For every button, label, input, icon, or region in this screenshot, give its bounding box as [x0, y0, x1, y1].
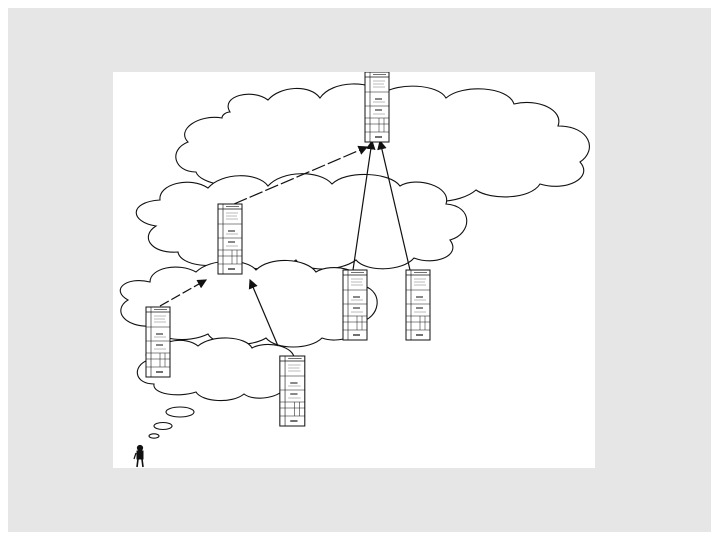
- diagram-canvas: [113, 72, 595, 468]
- document-icon: [406, 270, 430, 340]
- document-icon: [343, 270, 367, 340]
- document-icon: [365, 72, 389, 142]
- document-icon: [146, 307, 170, 377]
- diagram-svg: [113, 72, 595, 468]
- cloud-icon: [136, 174, 467, 269]
- document-icon: [218, 204, 242, 274]
- document-icon: [280, 356, 305, 426]
- person-icon: [134, 445, 143, 467]
